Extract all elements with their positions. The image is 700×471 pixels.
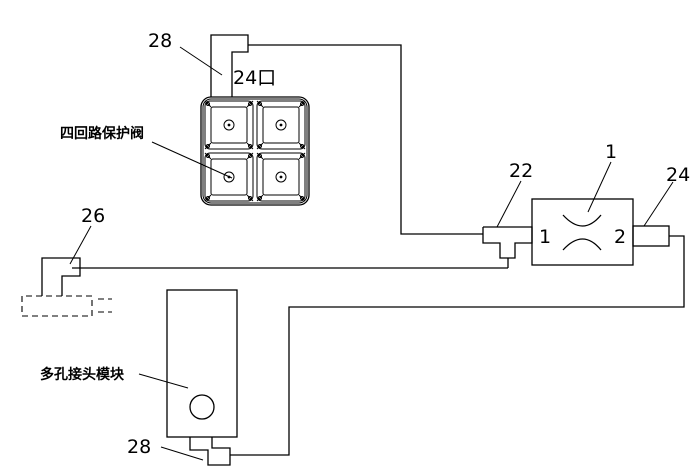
- label-24-port: 24口: [233, 67, 276, 89]
- pipe-valve-to-tee: [248, 44, 483, 235]
- label-22: 22: [509, 160, 533, 182]
- label-26: 26: [81, 205, 105, 227]
- valve-cell-top-left: [204, 100, 254, 150]
- bottom-elbow-fitting-28: [189, 437, 231, 466]
- label-multi-hole-module: 多孔接头模块: [40, 366, 125, 383]
- valve-cell-bottom-right: [256, 152, 306, 202]
- label-24: 24: [666, 164, 690, 186]
- leader-28-bottom: [160, 446, 204, 461]
- valve-cell-bottom-left: [204, 152, 254, 202]
- label-port-1: 1: [539, 226, 551, 248]
- label-port-2: 2: [614, 226, 626, 248]
- leader-1: [587, 161, 612, 213]
- label-28-top: 28: [148, 30, 172, 52]
- fitting-24: [632, 225, 670, 247]
- tee-fitting-22: [482, 226, 533, 259]
- leader-28-top: [179, 46, 223, 76]
- leader-multi-hole-module: [138, 373, 189, 389]
- label-1: 1: [605, 141, 617, 163]
- leader-four-circuit-valve: [151, 141, 233, 179]
- label-four-circuit-valve: 四回路保护阀: [60, 125, 144, 142]
- label-28-bottom: 28: [127, 436, 151, 458]
- valve-cell-top-right: [256, 100, 306, 150]
- multi-hole-module: [166, 289, 238, 438]
- leader-24: [643, 181, 674, 227]
- dashed-component-26: [21, 295, 112, 317]
- four-circuit-protection-valve: [200, 96, 310, 206]
- elbow-fitting-26: [41, 257, 81, 296]
- leader-22: [496, 180, 522, 228]
- leader-26: [69, 225, 92, 265]
- pipe-24-to-module: [230, 235, 685, 456]
- top-elbow-fitting-28: [210, 34, 249, 97]
